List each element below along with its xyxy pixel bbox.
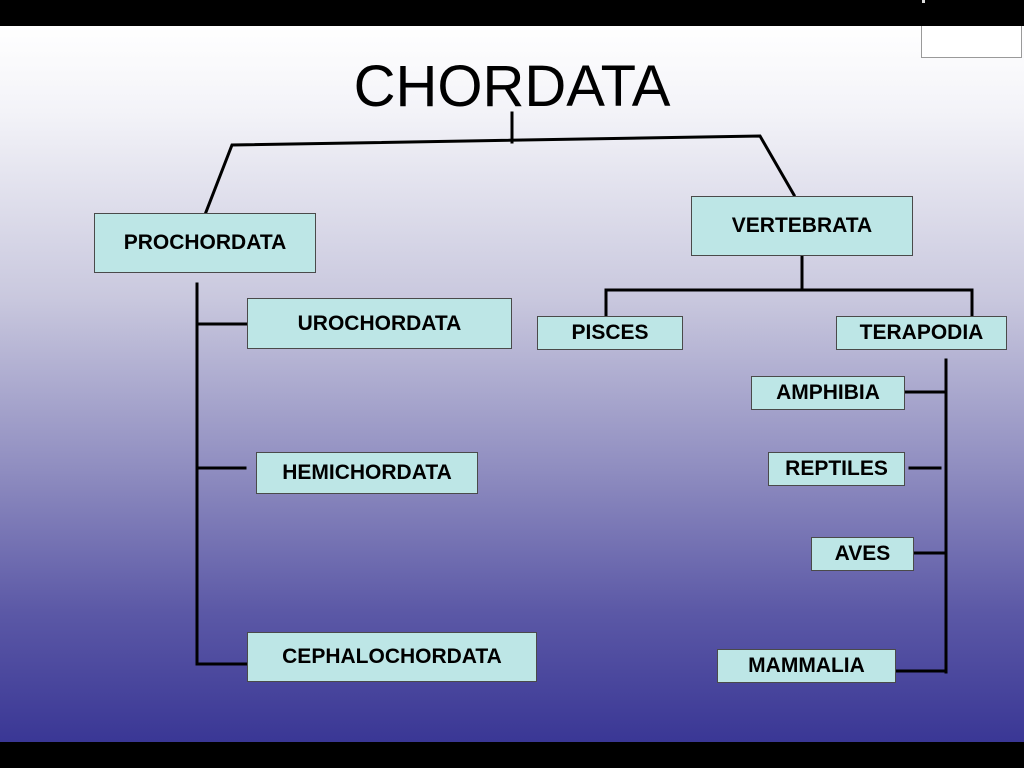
node-cephalochordata: CEPHALOCHORDATA	[247, 632, 537, 682]
node-mammalia: MAMMALIA	[717, 649, 896, 683]
node-urochordata: UROCHORDATA	[247, 298, 512, 349]
root-branch-line	[204, 134, 797, 214]
corner-box	[921, 26, 1022, 58]
node-hemichordata: HEMICHORDATA	[256, 452, 478, 494]
node-terapodia: TERAPODIA	[836, 316, 1007, 350]
node-aves: AVES	[811, 537, 914, 571]
node-amphibia: AMPHIBIA	[751, 376, 905, 410]
node-pisces: PISCES	[537, 316, 683, 350]
node-prochordata: PROCHORDATA	[94, 213, 316, 273]
corner-marker	[922, 0, 925, 3]
diagram-title: CHORDATA	[353, 54, 671, 119]
node-reptiles: REPTILES	[768, 452, 905, 486]
node-vertebrata: VERTEBRATA	[691, 196, 913, 256]
